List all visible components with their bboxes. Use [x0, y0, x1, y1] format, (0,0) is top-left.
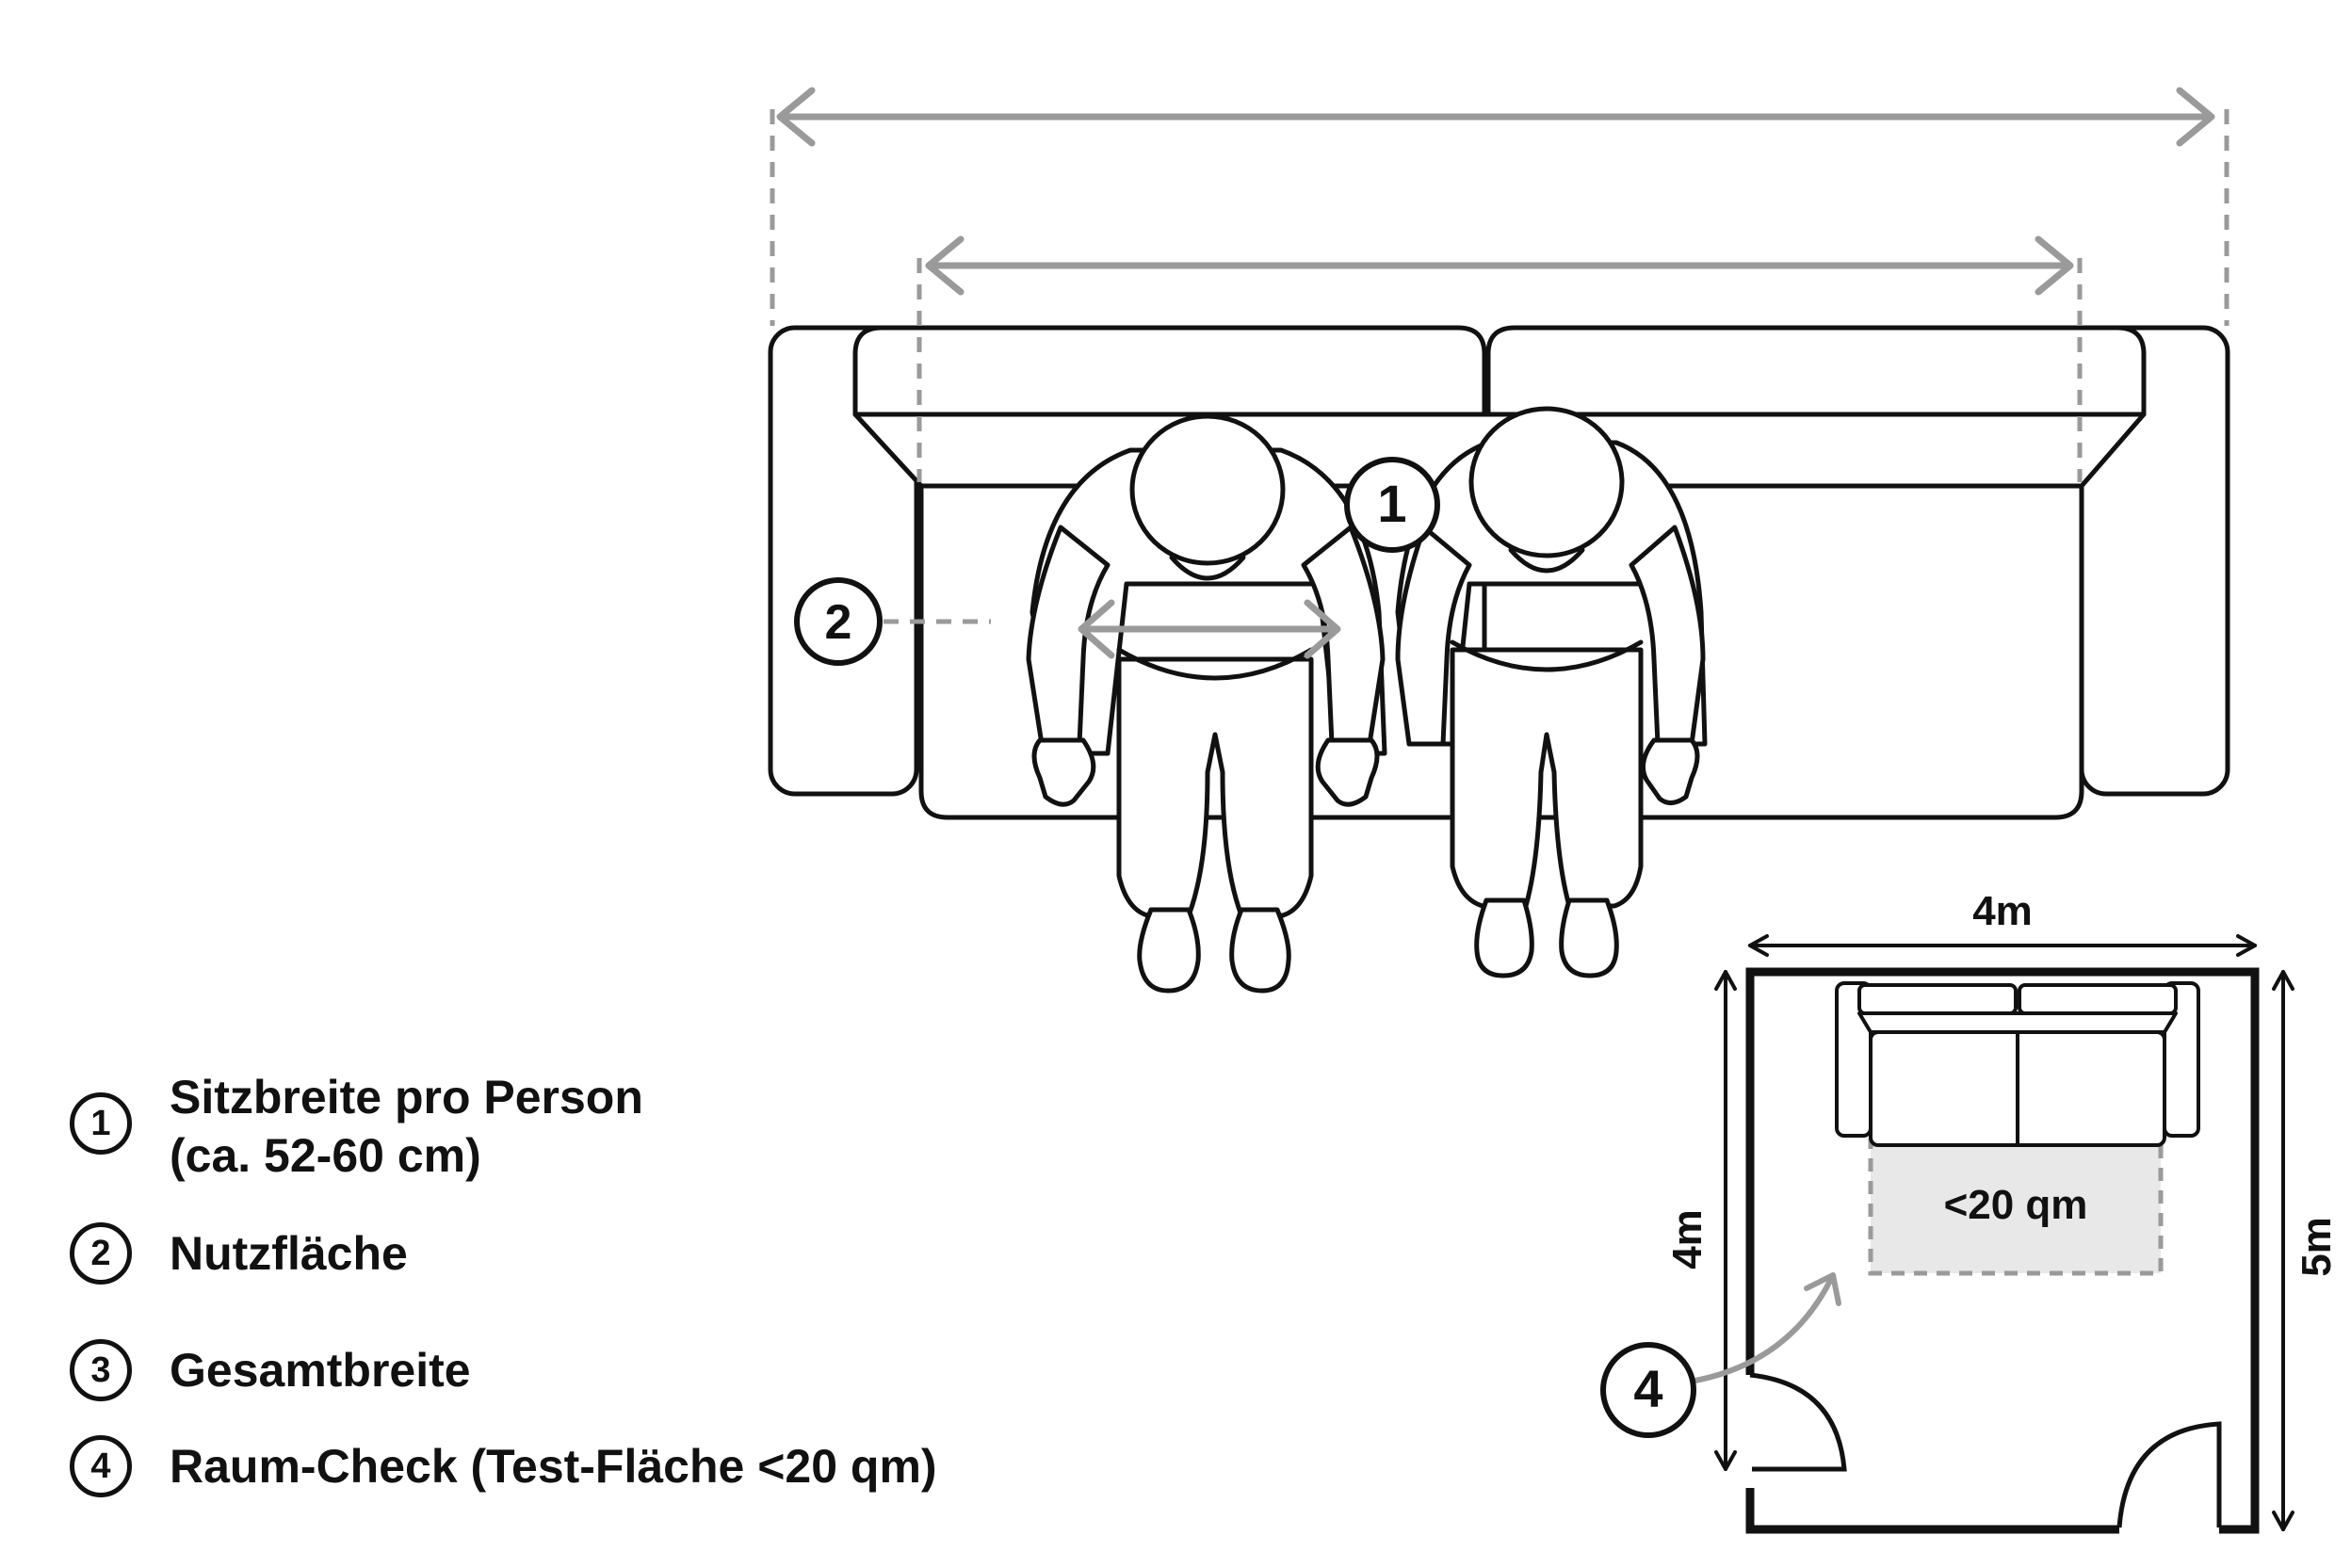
person-left-legs [1116, 656, 1314, 918]
total-width-arrow-head-left [776, 87, 816, 147]
person-left-hand-left [1031, 737, 1096, 807]
total-width-arrow-head-right [2176, 87, 2215, 147]
usable-width-arrow-head-left [925, 235, 965, 296]
person-left-head [1129, 413, 1286, 566]
sofa-back-cushion-left [852, 325, 1487, 417]
legend-label-usable-area: Nutzfläche [170, 1227, 408, 1280]
legend-item-room-check: 4 Raum-Check (Test-Fläche <20 qm) [70, 1435, 937, 1497]
person-right-foot-left [1474, 897, 1534, 978]
test-area-pointer [1693, 1272, 1841, 1383]
legend-number-3: 3 [70, 1339, 132, 1401]
person-right [1395, 406, 1708, 978]
room-plan: <20 qm 4m 4m [1600, 888, 2340, 1535]
marker-4: 4 [1600, 1342, 1696, 1438]
marker-2: 2 [794, 577, 883, 666]
person-left-foot-right [1229, 907, 1291, 994]
room-left-dimension [1714, 970, 1737, 1471]
room-right-label: 5m [2294, 1217, 2340, 1277]
sofa-back-cushion-right [1485, 325, 2147, 417]
legend-item-total-width: 3 Gesamtbreite [70, 1339, 471, 1401]
person-right-waist [1450, 639, 1644, 672]
person-right-hand-right [1640, 737, 1700, 805]
legend-item-seat-width: 1 Sitzbreite pro Person (ca. 52-60 cm) [70, 1071, 643, 1185]
legend-label-seat-width: Sitzbreite pro Person [170, 1071, 643, 1123]
person-left [1026, 413, 1387, 994]
person-right-chin [1508, 547, 1585, 574]
person-right-legs [1450, 647, 1644, 909]
mini-sofa [1835, 981, 2200, 1147]
legend-number-2: 2 [70, 1222, 132, 1285]
door-opening-left [1744, 1375, 1756, 1488]
usable-width-arrow-head-right [2035, 235, 2074, 296]
test-area-label: <20 qm [1944, 1182, 2088, 1228]
person-right-foot-right [1559, 897, 1619, 978]
person-left-waist [1116, 647, 1314, 681]
seat-width-arrow-head-left [1078, 599, 1115, 659]
person-left-chin [1169, 555, 1246, 581]
door-left [1749, 1372, 1847, 1472]
marker-1-label: 1 [1377, 474, 1406, 533]
marker-4-label: 4 [1633, 1359, 1662, 1418]
room-width-label: 4m [1972, 888, 2033, 934]
legend-label-room-check: Raum-Check (Test-Fläche <20 qm) [170, 1440, 937, 1493]
legend-label-seat-width-range: (ca. 52-60 cm) [170, 1129, 481, 1182]
legend-number-1: 1 [70, 1092, 132, 1155]
test-area [1868, 1139, 2164, 1276]
legend-number-4: 4 [70, 1435, 132, 1497]
legend-label-total-width: Gesamtbreite [170, 1344, 471, 1397]
dimension-guides [770, 109, 2229, 624]
room-left-label: 4m [1664, 1209, 1711, 1269]
room-width-dimension [1748, 934, 2257, 957]
person-right-arm-left [1395, 525, 1472, 747]
person-left-foot-left [1137, 907, 1201, 994]
person-left-hand-right [1315, 737, 1380, 807]
door-opening-bottom [2119, 1524, 2219, 1535]
person-right-head [1468, 406, 1625, 558]
legend-item-usable-area: 2 Nutzfläche [70, 1222, 408, 1285]
dimension-lines [776, 87, 2215, 296]
seat-width-arrow [1078, 599, 1341, 659]
room-right-dimension [2272, 970, 2294, 1531]
door-bottom [2116, 1421, 2222, 1528]
seat-width-arrow-head-right [1304, 599, 1341, 659]
marker-1: 1 [1344, 457, 1440, 553]
marker-2-label: 2 [825, 595, 852, 650]
